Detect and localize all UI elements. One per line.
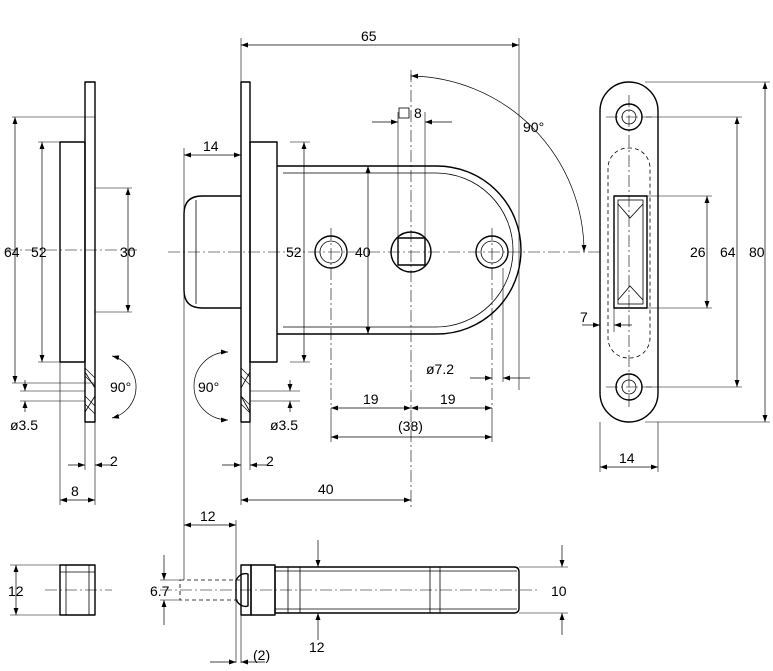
dim-2-left: 2 [110,453,118,469]
square-spindle-hole [397,237,426,266]
bottom-small-part: 12 [8,564,112,616]
dim-14-left: 14 [203,138,219,154]
countersink-hatch-front [240,367,251,414]
strike-opening [613,195,648,309]
dim-64-right: 64 [720,244,736,260]
side-view-left: 64 52 30 ø3.5 90° 2 8 [4,81,140,505]
square-symbol [398,107,410,119]
dim-square-8: 8 [414,105,422,121]
strike-plate-view: 26 64 80 7 14 [580,81,770,472]
dim-7-2: ø7.2 [426,361,454,377]
dim-40-horizontal: 40 [318,481,334,497]
strike-hidden-outline [607,147,651,359]
dim-12-bottom: 12 [309,639,325,655]
lock-case-body [277,165,522,335]
dim-3-5-left: ø3.5 [10,417,38,433]
case-body-side [59,141,86,363]
dim-8: 8 [71,483,79,499]
dim-38: (38) [398,418,423,434]
bolt-tip [235,572,249,608]
dim-19-b: 19 [440,391,456,407]
dim-10: 10 [551,583,567,599]
bottom-spindle-view: 12 6.7 10 12 (2) [150,508,568,665]
dim-52-mid: 52 [286,244,302,260]
faceplate-side [84,81,96,423]
dim-90-mid: 90° [198,379,219,395]
dim-52-left: 52 [31,244,47,260]
dim-90-top: 90° [523,119,544,135]
dim-2-mid: 2 [266,453,274,469]
dim-12-top: 12 [200,508,216,524]
dim-2-paren: (2) [253,647,270,663]
dim-26: 26 [690,244,706,260]
front-view: 65 90° 8 14 52 40 ø7.2 19 19 (38) ø3.5 9… [168,28,600,530]
spindle-body [274,566,520,614]
dim-90-left: 90° [110,379,131,395]
dim-7: 7 [580,309,588,325]
dim-65: 65 [361,28,377,44]
strike-plate-outline [599,81,659,423]
countersink-hatch-left [84,367,96,415]
dim-6-7: 6.7 [150,583,170,599]
dim-19-a: 19 [363,391,379,407]
dim-80: 80 [749,244,765,260]
dim-14-right: 14 [619,450,635,466]
dim-40-vertical: 40 [355,244,371,260]
dim-3-5-mid: ø3.5 [270,417,298,433]
dim-12-left: 12 [8,583,24,599]
dim-30: 30 [120,244,136,260]
dim-64-left: 64 [4,244,20,260]
